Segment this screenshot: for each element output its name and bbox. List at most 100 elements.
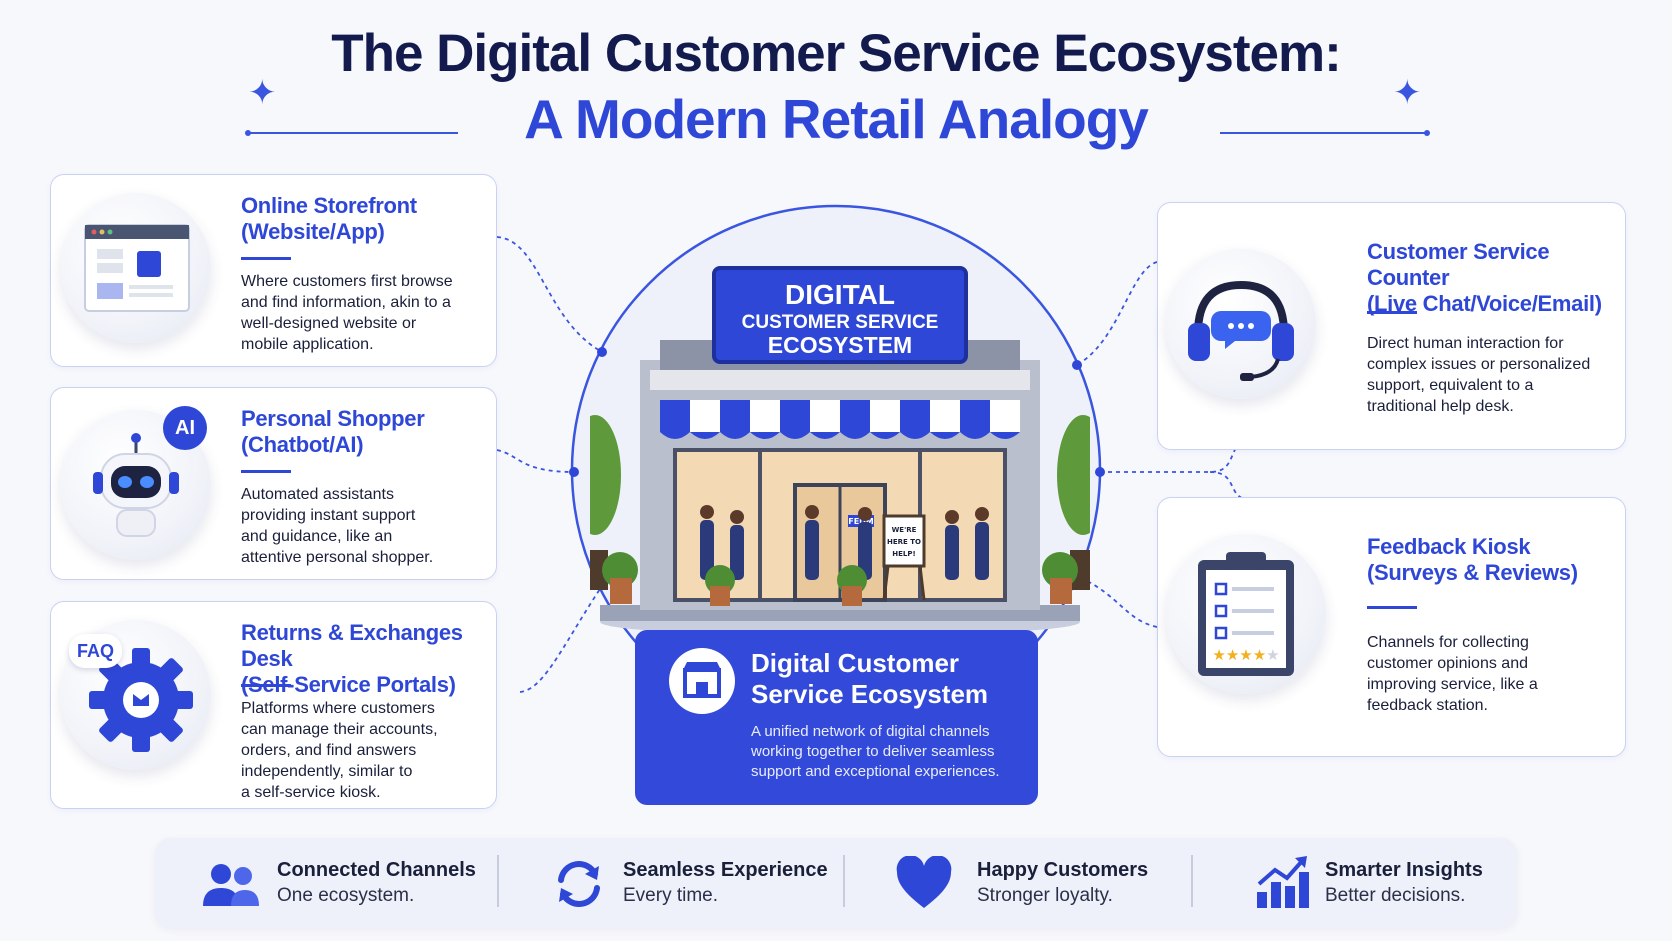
benefit-subtitle: Stronger loyalty. — [977, 885, 1113, 906]
card-title-line: (Surveys & Reviews) — [1367, 560, 1578, 585]
card-desc-line: and find information, akin to a — [241, 294, 451, 311]
card-desc-line: providing instant support — [241, 507, 416, 524]
card-desc-line: complex issues or personalized — [1367, 356, 1591, 373]
benefit-smarter-insights: Smarter Insights Better decisions. — [1195, 838, 1515, 928]
card-title-line: Online Storefront — [241, 193, 417, 218]
card-description: Where customers first browse and find in… — [241, 271, 453, 355]
card-title-line: (Website/App) — [241, 219, 385, 244]
card-desc-line: customer opinions and — [1367, 655, 1528, 672]
benefit-happy-customers: Happy Customers Stronger loyalty. — [847, 838, 1187, 928]
card-title-line: Feedback Kiosk — [1367, 534, 1531, 559]
card-rule — [241, 257, 291, 260]
summary-desc-line: support and exceptional experiences. — [751, 763, 1000, 780]
divider — [843, 855, 845, 907]
summary-desc-line: A unified network of digital channels — [751, 723, 990, 740]
benefits-bar: Connected Channels One ecosystem. Seamle… — [155, 838, 1517, 928]
card-description: Channels for collecting customer opinion… — [1367, 632, 1538, 716]
card-desc-line: can manage their accounts, — [241, 721, 438, 738]
card-desc-line: Automated assistants — [241, 486, 394, 503]
benefit-connected-channels: Connected Channels One ecosystem. — [155, 838, 495, 928]
card-desc-line: well-designed website or — [241, 315, 417, 332]
card-description: Platforms where customers can manage the… — [241, 698, 438, 803]
card-title: Returns & Exchanges Desk (Self-Service P… — [241, 620, 496, 698]
door-sign: FEDM — [848, 517, 874, 526]
sign-line-1: DIGITAL — [785, 279, 895, 310]
ai-badge: AI — [163, 406, 207, 450]
sign-line-3: ECOSYSTEM — [768, 332, 912, 358]
benefit-seamless-experience: Seamless Experience Every time. — [501, 838, 841, 928]
sync-icon — [558, 861, 600, 907]
divider — [1191, 855, 1193, 907]
benefit-subtitle: One ecosystem. — [277, 885, 415, 906]
svg-text:★★★★★: ★★★★★ — [1212, 646, 1279, 664]
card-rule — [241, 684, 291, 687]
clipboard-icon: ★★★★★ — [1166, 534, 1326, 694]
title-rule-right — [1220, 132, 1428, 134]
divider — [497, 855, 499, 907]
faq-badge: FAQ — [69, 634, 123, 668]
card-desc-line: improving service, like a — [1367, 676, 1538, 693]
sparkle-icon-left: ✦ — [248, 74, 277, 112]
card-title: Customer Service Counter (Live Chat/Voic… — [1367, 239, 1625, 317]
storefront-illustration: FEDM WE'RE HERE TO HELP! DIGITAL CUST — [590, 266, 1090, 636]
browser-window-icon — [61, 193, 211, 343]
summary-description: A unified network of digital channels wo… — [751, 722, 1021, 782]
summary-title-line-2: Service Ecosystem — [751, 679, 989, 709]
robot-icon — [61, 410, 211, 560]
card-desc-line: and guidance, like an — [241, 528, 393, 545]
heart-icon — [896, 856, 952, 908]
card-desc-line: independently, similar to — [241, 763, 413, 780]
card-title-line: Customer Service Counter — [1367, 239, 1550, 290]
headset-icon — [1166, 249, 1316, 399]
page-title: The Digital Customer Service Ecosystem: … — [0, 22, 1672, 152]
card-desc-line: attentive personal shopper. — [241, 549, 434, 566]
title-line-2: A Modern Retail Analogy — [524, 88, 1149, 150]
ecosystem-summary-box: Digital Customer Service Ecosystem A uni… — [635, 630, 1038, 805]
chart-icon — [1257, 856, 1309, 908]
card-description: Automated assistants providing instant s… — [241, 484, 433, 568]
benefit-title: Smarter Insights — [1325, 859, 1483, 881]
card-rule — [1367, 311, 1417, 314]
card-title: Online Storefront (Website/App) — [241, 193, 417, 245]
card-desc-line: mobile application. — [241, 336, 374, 353]
card-desc-line: support, equivalent to a — [1367, 377, 1534, 394]
card-title-line: Personal Shopper — [241, 406, 425, 431]
card-title: Personal Shopper (Chatbot/AI) — [241, 406, 425, 458]
card-desc-line: Channels for collecting — [1367, 634, 1529, 651]
card-customer-service-counter: Customer Service Counter (Live Chat/Voic… — [1157, 202, 1626, 450]
benefit-title: Connected Channels — [277, 859, 476, 881]
card-title-line: (Chatbot/AI) — [241, 432, 364, 457]
easel-line-1: WE'RE — [892, 526, 917, 534]
title-rule-left — [250, 132, 458, 134]
card-feedback-kiosk: ★★★★★ Feedback Kiosk (Surveys & Reviews)… — [1157, 497, 1626, 757]
card-desc-line: a self-service kiosk. — [241, 784, 381, 801]
card-description: Direct human interaction for complex iss… — [1367, 333, 1590, 417]
benefit-title: Happy Customers — [977, 859, 1149, 881]
card-desc-line: Where customers first browse — [241, 273, 453, 290]
summary-desc-line: working together to deliver seamless — [751, 743, 995, 760]
store-icon — [669, 648, 735, 714]
summary-title: Digital Customer Service Ecosystem — [751, 648, 988, 710]
benefit-title: Seamless Experience — [623, 859, 828, 881]
card-rule — [1367, 606, 1417, 609]
card-desc-line: orders, and find answers — [241, 742, 417, 759]
card-desc-line: feedback station. — [1367, 697, 1488, 714]
title-line-1: The Digital Customer Service Ecosystem: — [331, 24, 1342, 83]
easel-line-3: HELP! — [892, 550, 915, 558]
card-returns-desk: FAQ Returns & Exchanges Desk (Self-Servi… — [50, 601, 497, 809]
card-rule — [241, 470, 291, 473]
card-title: Feedback Kiosk (Surveys & Reviews) — [1367, 534, 1578, 586]
summary-title-line-1: Digital Customer — [751, 648, 960, 678]
users-icon — [203, 864, 259, 906]
card-title-line: Returns & Exchanges Desk — [241, 620, 463, 671]
easel-line-2: HERE TO — [887, 538, 921, 546]
card-online-storefront: Online Storefront (Website/App) Where cu… — [50, 174, 497, 367]
card-desc-line: Direct human interaction for — [1367, 335, 1564, 352]
card-personal-shopper: AI Personal Shopper (Chatbot/AI) Automat… — [50, 387, 497, 580]
card-desc-line: Platforms where customers — [241, 700, 435, 717]
benefit-subtitle: Every time. — [623, 885, 719, 906]
sparkle-icon-right: ✦ — [1393, 74, 1422, 112]
card-desc-line: traditional help desk. — [1367, 398, 1514, 415]
sign-line-2: CUSTOMER SERVICE — [742, 312, 939, 333]
sparkle-dot-left — [245, 130, 251, 136]
